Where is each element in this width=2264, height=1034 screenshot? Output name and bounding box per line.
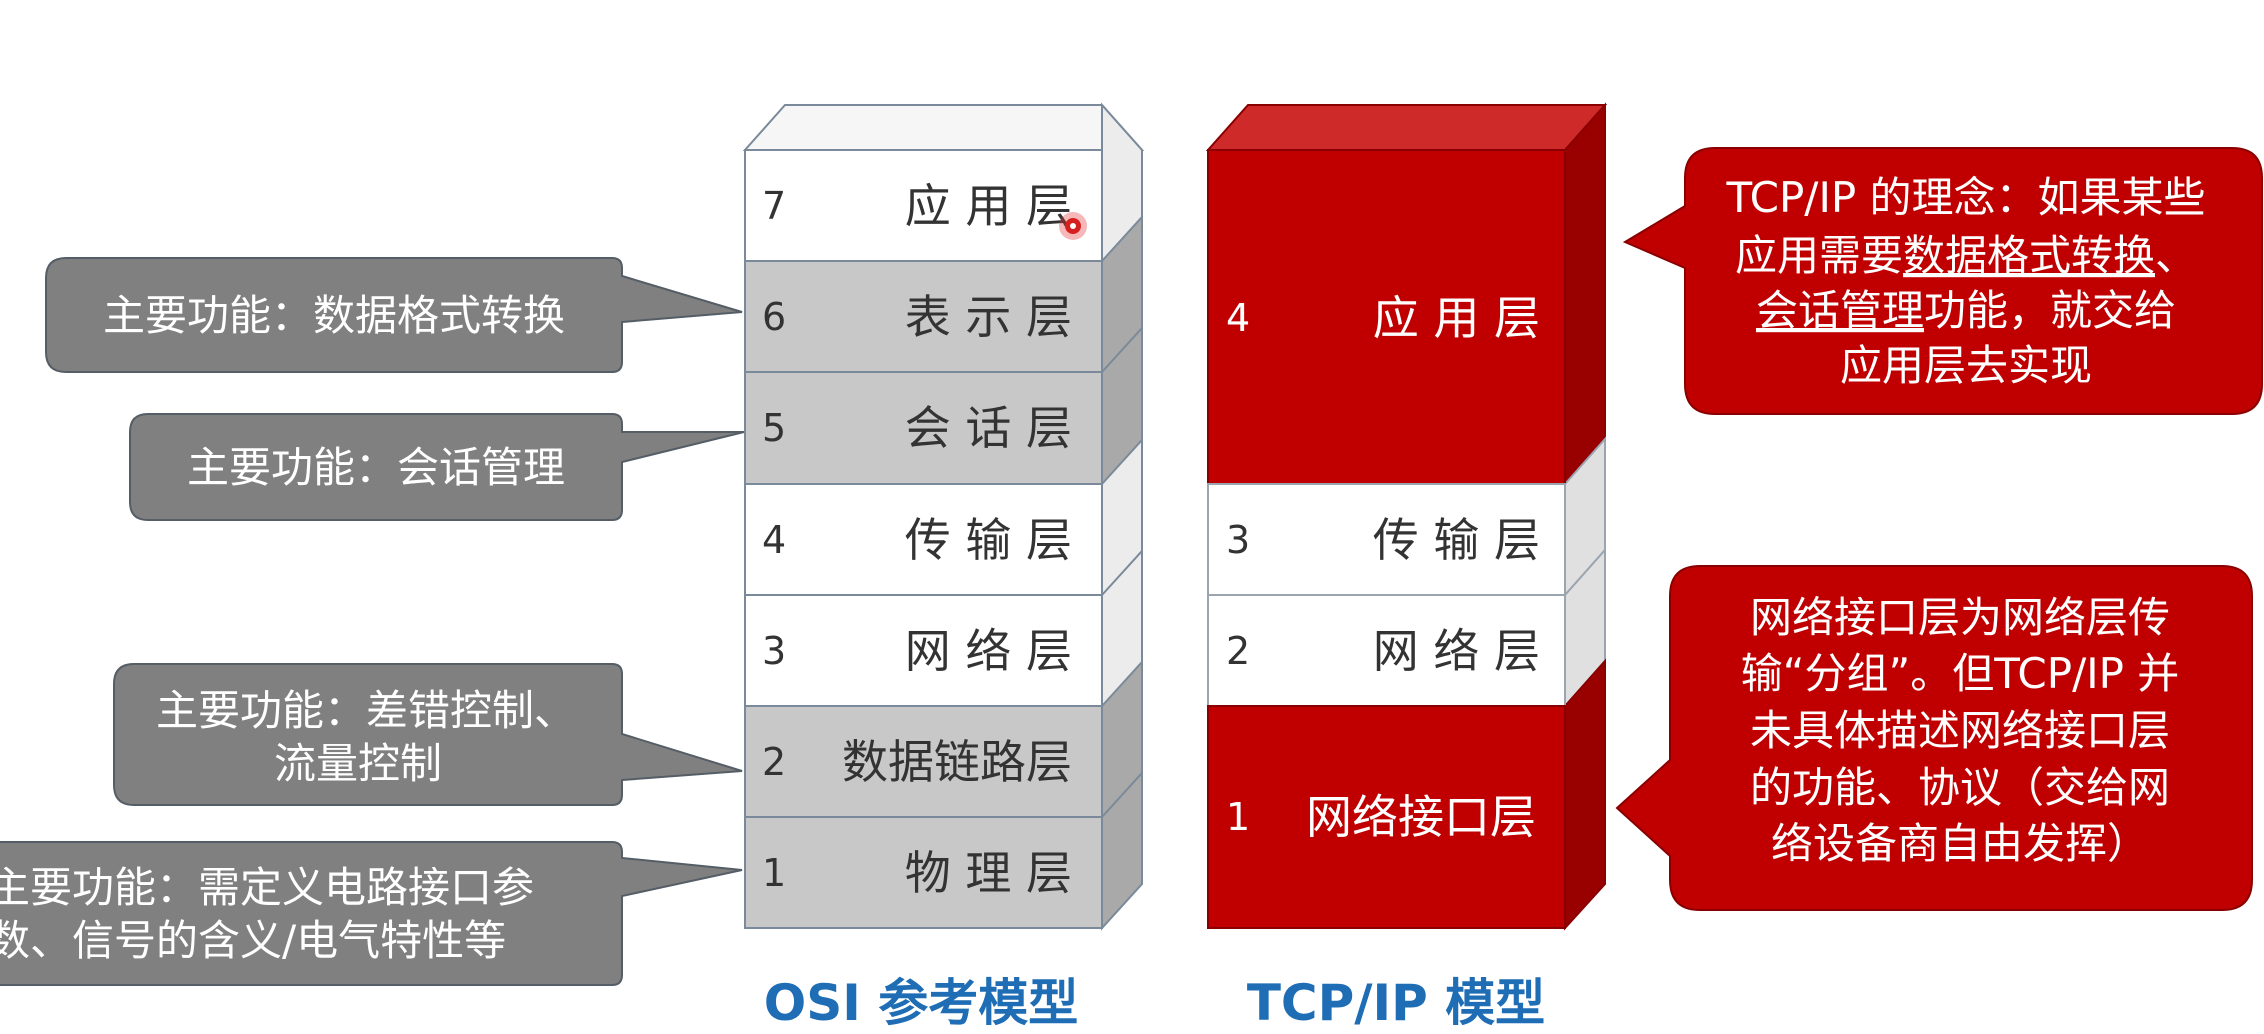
osi-layer-1-num: 1 bbox=[762, 851, 786, 895]
callout-tcpip-application-line1: TCP/IP 的理念：如果某些 bbox=[1725, 173, 2205, 222]
osi-layer-5 bbox=[744, 371, 1103, 485]
tcpip-layer-2 bbox=[1207, 594, 1566, 707]
tcpip-stack: 4 应 用 层 3 传 输 层 2 网 络 层 1 网络接口层 bbox=[1205, 102, 1608, 931]
callout-tcpip-netif-line3: 未具体描述网络接口层 bbox=[1750, 706, 2170, 755]
callout-tcpip-application-shape bbox=[1622, 147, 2263, 415]
tcpip-layer-3 bbox=[1207, 483, 1566, 596]
tcpip-side-4 bbox=[1564, 102, 1606, 487]
callout-session: 主要功能：会话管理 bbox=[129, 413, 745, 521]
tcpip-model-title: TCP/IP 模型 bbox=[1247, 974, 1545, 1032]
callout-tcpip-application-line2-pre: 应用需要 bbox=[1735, 231, 1903, 280]
callout-presentation: 主要功能：数据格式转换 bbox=[45, 257, 743, 373]
tcpip-layer-3-name: 传 输 层 bbox=[1373, 513, 1540, 567]
callout-tcpip-netif-line1: 网络接口层为网络层传 bbox=[1750, 593, 2170, 642]
osi-layer-5-num: 5 bbox=[762, 406, 786, 450]
callout-tcpip-application-line2-post: 、 bbox=[2155, 231, 2197, 280]
callout-session-shape bbox=[129, 413, 745, 521]
osi-layer-4 bbox=[744, 483, 1103, 596]
osi-layer-4-name: 传 输 层 bbox=[905, 513, 1072, 567]
tcpip-layer-1-num: 1 bbox=[1226, 795, 1250, 839]
callout-tcpip-netif: 网络接口层为网络层传 输“分组”。但TCP/IP 并 未具体描述网络接口层 的功… bbox=[1615, 565, 2253, 911]
callout-physical-line2: 数、信号的含义/电气特性等 bbox=[0, 916, 506, 965]
osi-layer-6 bbox=[744, 260, 1103, 373]
callout-tcpip-application: TCP/IP 的理念：如果某些 应用需要数据格式转换、 会话管理功能，就交给 应… bbox=[1622, 147, 2263, 415]
callout-tcpip-application-line2-underline: 数据格式转换 bbox=[1903, 231, 2155, 280]
callout-datalink-line2: 流量控制 bbox=[274, 739, 442, 788]
callout-physical: 主要功能：需定义电路接口参 数、信号的含义/电气特性等 bbox=[0, 841, 743, 986]
osi-layer-2-num: 2 bbox=[762, 740, 786, 784]
osi-layer-4-num: 4 bbox=[762, 518, 786, 562]
tcpip-layer-4 bbox=[1207, 149, 1566, 485]
callout-tcpip-application-line3-post: 功能，就交给 bbox=[1924, 286, 2176, 335]
tcpip-side-1 bbox=[1564, 658, 1606, 931]
osi-layer-3 bbox=[744, 594, 1103, 707]
osi-layer-1-name: 物 理 层 bbox=[905, 846, 1072, 900]
tcpip-layer-2-num: 2 bbox=[1226, 629, 1250, 673]
osi-layer-1 bbox=[744, 816, 1103, 929]
osi-layer-5-name: 会 话 层 bbox=[905, 401, 1072, 455]
callout-session-line1: 主要功能：会话管理 bbox=[187, 443, 565, 492]
tcpip-layer-4-num: 4 bbox=[1226, 296, 1250, 340]
osi-top-face bbox=[742, 104, 1145, 151]
tcpip-layer-1 bbox=[1207, 705, 1566, 929]
callout-datalink: 主要功能：差错控制、 流量控制 bbox=[113, 663, 743, 806]
osi-layer-3-num: 3 bbox=[762, 629, 786, 673]
callout-presentation-line1: 主要功能：数据格式转换 bbox=[103, 291, 565, 340]
tcpip-layer-3-num: 3 bbox=[1226, 518, 1250, 562]
callout-tcpip-application-line3: 会话管理功能，就交给 bbox=[1756, 286, 2176, 335]
tcpip-layer-1-name: 网络接口层 bbox=[1306, 790, 1536, 844]
callout-tcpip-netif-line4: 的功能、协议（交给网 bbox=[1750, 763, 2170, 812]
tcpip-layer-2-name: 网 络 层 bbox=[1373, 624, 1540, 678]
callout-datalink-line1: 主要功能：差错控制、 bbox=[156, 686, 576, 735]
callout-physical-shape bbox=[0, 841, 743, 986]
osi-layer-7-num: 7 bbox=[762, 184, 786, 228]
callout-physical-line1: 主要功能：需定义电路接口参 bbox=[0, 863, 534, 912]
callout-presentation-shape bbox=[45, 257, 743, 373]
osi-layer-2-name: 数据链路层 bbox=[842, 735, 1072, 789]
tcpip-layer-4-name: 应 用 层 bbox=[1373, 291, 1540, 345]
osi-layer-7-name: 应 用 层 bbox=[905, 179, 1072, 233]
pointer-dot-icon bbox=[1059, 212, 1087, 240]
callout-tcpip-application-line3-underline: 会话管理 bbox=[1756, 286, 1924, 335]
callout-tcpip-application-line2: 应用需要数据格式转换、 bbox=[1735, 231, 2197, 280]
osi-layer-2 bbox=[744, 705, 1103, 818]
callout-tcpip-netif-shape bbox=[1615, 565, 2253, 911]
callout-tcpip-netif-line2: 输“分组”。但TCP/IP 并 bbox=[1741, 649, 2180, 698]
osi-layer-6-num: 6 bbox=[762, 295, 786, 339]
tcpip-top-face bbox=[1205, 104, 1608, 151]
osi-model-title: OSI 参考模型 bbox=[764, 974, 1079, 1032]
osi-layer-6-name: 表 示 层 bbox=[905, 290, 1072, 344]
osi-stack: 7 应 用 层 6 表 示 层 5 会 话 层 4 传 输 层 3 网 络 层 … bbox=[742, 102, 1145, 931]
callout-datalink-shape bbox=[113, 663, 743, 806]
osi-layer-3-name: 网 络 层 bbox=[905, 624, 1072, 678]
callout-tcpip-netif-line5: 络设备商自由发挥） bbox=[1771, 819, 2149, 868]
callout-tcpip-application-line4: 应用层去实现 bbox=[1840, 341, 2092, 390]
